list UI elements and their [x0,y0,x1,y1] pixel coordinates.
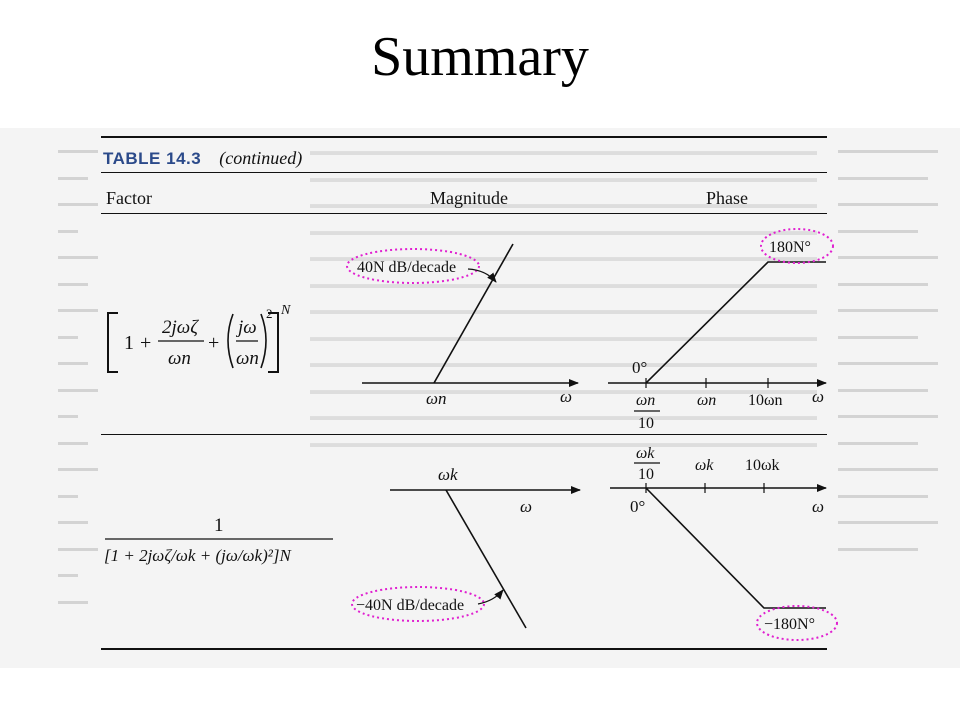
row1-factor-plus1: + [140,332,151,354]
bleed-through-left: ▬▬▬▬ ▬▬▬ ▬▬▬▬ ▬▬ ▬▬▬▬ ▬▬▬ ▬▬▬▬ ▬▬ ▬▬▬ ▬▬… [58,145,98,607]
row1-factor-one: 1 [124,332,134,354]
row2-mag-asymptote [445,489,527,629]
row1-exponent: N [280,303,291,318]
row1-squared: 2 [266,306,273,321]
row2-phase-end-highlight [756,605,838,641]
row2-factor-numerator: 1 [214,515,224,536]
row2-phase-end-label: −180N° [764,616,815,633]
row1-magnitude-plot: ωn ω 40N dB/decade [346,243,579,408]
row1-right-paren [260,313,267,369]
table-heading: TABLE 14.3 (continued) [103,148,302,169]
row2-phase-tick-low-num: ωk [636,445,655,462]
row2-phase-plot: ωk 10 ωk 10ωk 0° ω −180N° [610,445,838,641]
table-continued-label: (continued) [219,148,303,168]
row1-factor-plus2: + [208,332,219,354]
row1-factor-expression: 1 + 2jωζ ωn + jω ωn 2 N [107,303,291,373]
row1-phase-curve [645,261,826,384]
row2-mag-corner-label: ωk [438,465,458,484]
row1-mag-slope-label: 40N dB/decade [357,259,456,276]
row2-magnitude-plot: ωk ω −40N dB/decade [351,465,581,629]
table-bottom-rule [101,648,827,650]
slide-title: Summary [371,26,589,88]
row1-phase-tick-high-label: 10ωn [748,392,783,409]
row2-mag-axis-label: ω [520,497,532,516]
row1-paren-denominator: ωn [236,348,259,369]
row1-mag-axis-label: ω [560,387,572,406]
row1-factor-numerator: 2jωζ [162,317,199,338]
table-top-rule [101,136,827,138]
row1-left-bracket [107,312,118,373]
row2-factor-expression: 1 [1 + 2jωζ/ωk + (jω/ωk)²]N [104,515,333,565]
row1-phase-start-label: 0° [632,358,647,377]
row1-paren-numerator: jω [235,317,257,338]
row1-mag-slope-highlight [346,248,480,284]
bleed-through-right: ▬▬▬▬▬▬▬▬▬▬ ▬▬▬▬▬▬▬▬▬ ▬▬▬▬▬▬▬▬▬▬ ▬▬▬▬▬▬▬▬… [838,145,938,554]
table-number: TABLE 14.3 [103,149,202,168]
row-divider-rule [101,434,827,435]
row2-factor-denominator: [1 + 2jωζ/ωk + (jω/ωk)²]N [104,546,292,565]
row1-phase-end-highlight [760,228,834,264]
row2-phase-tick-low-den: 10 [638,466,654,483]
row2-phase-tick-high-label: 10ωk [745,457,780,474]
row1-phase-plot: 0° ωn 10 ωn 10ωn ω 180N° [608,228,834,432]
row2-phase-start-label: 0° [630,497,645,516]
row1-phase-tick-mid-label: ωn [697,392,716,409]
row2-phase-curve [645,487,826,609]
row1-phase-axis-label: ω [812,387,824,406]
bleed-through-middle: ▬▬▬▬▬▬▬▬▬▬▬▬▬▬▬▬▬▬▬▬▬▬▬▬▬▬▬▬▬▬▬▬▬▬▬▬▬▬▬ … [310,143,817,450]
row2-mag-slope-highlight [351,586,485,622]
row1-mag-asymptote [433,243,514,384]
scanned-page: ▬▬▬▬ ▬▬▬ ▬▬▬▬ ▬▬ ▬▬▬▬ ▬▬▬ ▬▬▬▬ ▬▬ ▬▬▬ ▬▬… [0,128,960,668]
column-header-phase: Phase [706,188,748,208]
column-header-factor: Factor [106,188,152,208]
row1-phase-tick-low-num: ωn [636,392,655,409]
row1-right-bracket [268,312,279,373]
row2-mag-slope-label: −40N dB/decade [356,597,464,614]
row2-phase-tick-mid-label: ωk [695,457,714,474]
row1-mag-slope-pointer [467,268,497,283]
column-header-magnitude: Magnitude [430,188,508,208]
row1-factor-denominator: ωn [168,348,191,369]
row2-phase-axis-label: ω [812,497,824,516]
header-rule [101,213,827,214]
row2-mag-slope-pointer [477,589,504,605]
row1-phase-tick-low-den: 10 [638,415,654,432]
table-label-rule [101,172,827,173]
row1-phase-end-label: 180N° [769,239,811,256]
row1-left-paren [227,313,234,369]
row1-mag-corner-label: ωn [426,389,447,408]
